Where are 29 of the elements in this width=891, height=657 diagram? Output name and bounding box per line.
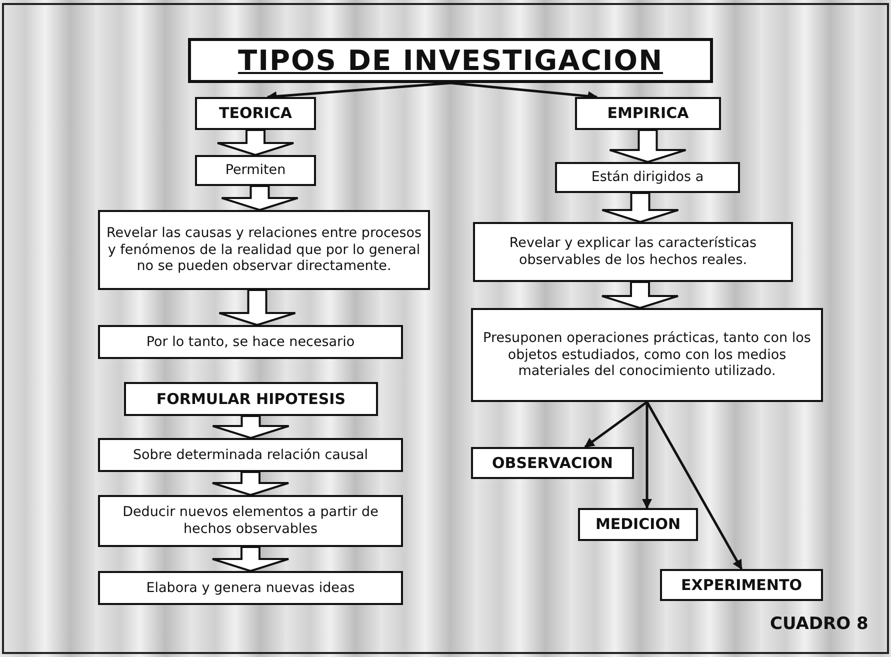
arrow (642, 402, 652, 509)
text-box: Permiten (195, 155, 316, 186)
text-box: Por lo tanto, se hace necesario (98, 325, 403, 359)
text-box: Presuponen operaciones prácticas, tanto con los objetos estudiados, como con los medios materiales del conocimiento utilizado. (471, 308, 823, 402)
text-box: Elabora y genera nuevas ideas (98, 571, 403, 605)
text-box: Deducir nuevos elementos a partir de hechos observables (98, 495, 403, 547)
text-box: Están dirigidos a (555, 162, 740, 193)
text-box: Revelar las causas y relaciones entre procesos y fenómenos de la realidad que por lo general no se pueden observar directamente. (98, 210, 430, 290)
figure-number: CUADRO 8 (770, 614, 868, 634)
text-box: Revelar y explicar las características observables de los hechos reales. (473, 222, 793, 282)
text-box: Sobre determinada relación causal (98, 438, 403, 472)
title-box: TIPOS DE INVESTIGACION (188, 38, 713, 83)
heading-box: MEDICION (578, 508, 698, 541)
block-arrow (601, 281, 679, 310)
block-arrow (212, 471, 290, 496)
block-arrow (212, 546, 290, 572)
block-arrow (216, 129, 294, 156)
heading-box: OBSERVACION (471, 447, 634, 479)
heading-box: TEORICA (195, 97, 316, 130)
arrow (584, 400, 648, 448)
heading-box: EMPIRICA (575, 97, 721, 130)
arrow (646, 401, 743, 570)
heading-box: FORMULAR HIPOTESIS (124, 382, 378, 416)
block-arrow (212, 415, 290, 440)
heading-box: EXPERIMENTO (660, 569, 823, 601)
block-arrow (601, 192, 680, 224)
block-arrow (218, 289, 296, 326)
block-arrow (608, 129, 687, 164)
block-arrow (220, 185, 299, 212)
